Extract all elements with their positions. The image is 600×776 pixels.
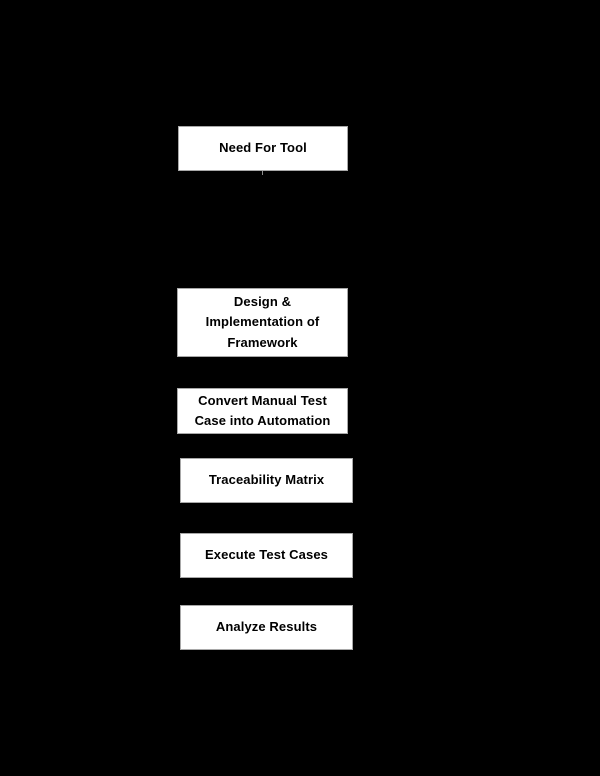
flow-node-label-line-2: Implementation of [205, 314, 320, 330]
flow-node-label-line-1: Design & [233, 294, 292, 310]
flow-node-label-line-2: Case into Automation [194, 413, 331, 428]
flow-node-label: Analyze Results [215, 619, 318, 635]
flow-node-label-line-3: Framework [227, 334, 298, 350]
flow-node-label: Traceability Matrix [208, 472, 325, 488]
flow-node-convert-manual-test-case[interactable]: Convert Manual Test Case into Automation [177, 388, 348, 434]
flow-node-label: Need For Tool [219, 140, 307, 156]
flow-node-design-implementation-framework[interactable]: Design & Implementation of Framework [177, 288, 348, 357]
flow-node-execute-test-cases[interactable]: Execute Test Cases [180, 533, 353, 578]
flow-node-analyze-results[interactable]: Analyze Results [180, 605, 353, 650]
flow-node-label: Execute Test Cases [205, 547, 328, 563]
flow-node-need-for-tool[interactable]: Need For Tool [178, 126, 348, 171]
connector-need-for-tool-down [262, 171, 263, 175]
flow-node-label-line-1: Convert Manual Test [198, 392, 327, 408]
flow-node-traceability-matrix[interactable]: Traceability Matrix [180, 458, 353, 503]
